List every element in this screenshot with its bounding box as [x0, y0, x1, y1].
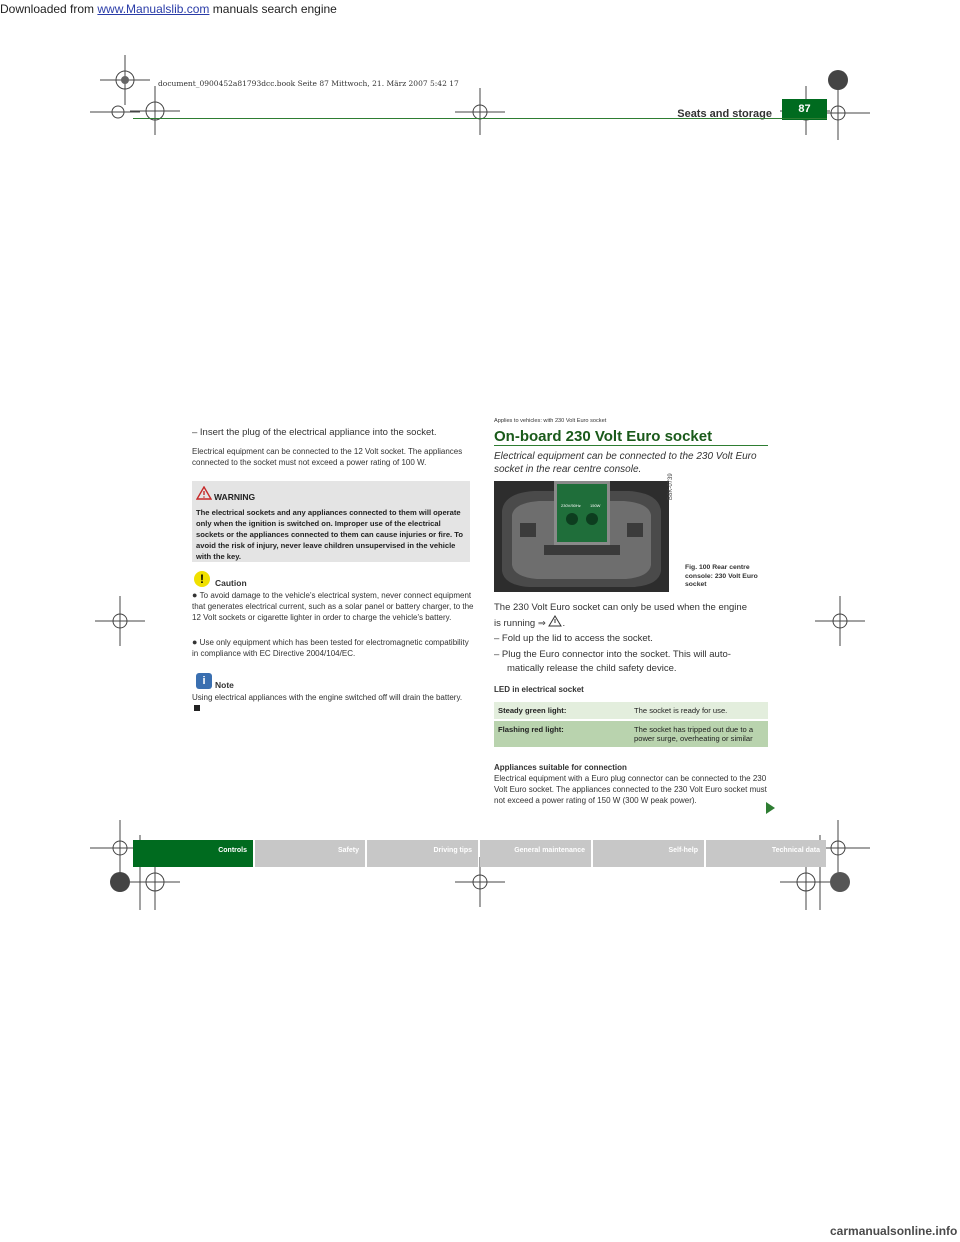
tab-controls[interactable]: Controls	[133, 840, 253, 867]
warning-text: The electrical sockets and any appliance…	[196, 508, 463, 561]
socket-voltage-label: 230V/50Hz	[561, 503, 581, 508]
led-label: Flashing red light:	[494, 721, 630, 747]
manualslib-link[interactable]: www.Manualslib.com	[97, 2, 210, 16]
console-illustration	[494, 481, 669, 592]
socket-power-label: 150W	[590, 503, 601, 508]
section-rule	[494, 445, 768, 446]
watermark-bottom: carmanualsonline.info	[830, 1224, 958, 1238]
step-insert-plug: – Insert the plug of the electrical appl…	[192, 427, 437, 438]
body-line-1: The 230 Volt Euro socket can only be use…	[494, 602, 747, 613]
table-row: Steady green light: The socket is ready …	[494, 702, 768, 719]
warning-box	[192, 481, 470, 562]
led-table: Steady green light: The socket is ready …	[494, 702, 768, 747]
warning-title: WARNING	[214, 492, 256, 502]
caution-item-1: ● To avoid damage to the vehicle's elect…	[192, 590, 474, 622]
tab-self-help[interactable]: Self-help	[593, 840, 704, 867]
caution-title: Caution	[215, 578, 247, 588]
tab-technical-data[interactable]: Technical data	[706, 840, 826, 867]
led-desc: The socket is ready for use.	[630, 702, 768, 719]
header-rule	[133, 118, 827, 119]
intro-text: Electrical equipment can be connected to…	[192, 447, 463, 467]
led-desc: The socket has tripped out due to a powe…	[630, 721, 768, 747]
page-title: Seats and storage	[677, 108, 772, 120]
step-plug-connector: – Plug the Euro connector into the socke…	[494, 649, 731, 660]
table-row: Flashing red light: The socket has tripp…	[494, 721, 768, 747]
watermark-top: Downloaded from www.Manualslib.com manua…	[0, 2, 337, 16]
led-heading: LED in electrical socket	[494, 685, 584, 694]
figure-code: B8K-0739	[668, 473, 674, 500]
tab-safety[interactable]: Safety	[255, 840, 365, 867]
figure-socket-photo: 230V/50Hz 150W	[494, 481, 669, 592]
tab-driving-tips[interactable]: Driving tips	[367, 840, 478, 867]
doc-info: document_0900452a81793dcc.book Seite 87 …	[158, 79, 459, 88]
caution-item-2: ● Use only equipment which has been test…	[192, 637, 469, 658]
end-marker	[194, 705, 200, 711]
section-title: On-board 230 Volt Euro socket	[494, 428, 713, 445]
appliances-text: Electrical equipment with a Euro plug co…	[494, 774, 767, 805]
body-line-2: is running ⇒ .	[494, 615, 779, 631]
page-number: 87	[782, 99, 827, 120]
note-title: Note	[215, 680, 234, 690]
caution-icon: !	[194, 571, 210, 587]
applies-to: Applies to vehicles: with 230 Volt Euro …	[494, 418, 607, 424]
warning-icon	[196, 486, 212, 500]
figure-caption: Fig. 100 Rear centre console: 230 Volt E…	[685, 564, 758, 588]
section-subtitle: Electrical equipment can be connected to…	[494, 451, 757, 475]
note-icon: i	[196, 673, 212, 689]
step-plug-connector-cont: matically release the child safety devic…	[507, 663, 677, 674]
led-label: Steady green light:	[494, 702, 630, 719]
note-text: Using electrical appliances with the eng…	[192, 692, 472, 714]
appliances-heading: Appliances suitable for connection	[494, 763, 627, 772]
warning-ref-icon	[548, 615, 563, 627]
tab-general-maintenance[interactable]: General maintenance	[480, 840, 591, 867]
step-fold-lid: – Fold up the lid to access the socket.	[494, 633, 653, 644]
continue-arrow-icon	[766, 802, 775, 814]
